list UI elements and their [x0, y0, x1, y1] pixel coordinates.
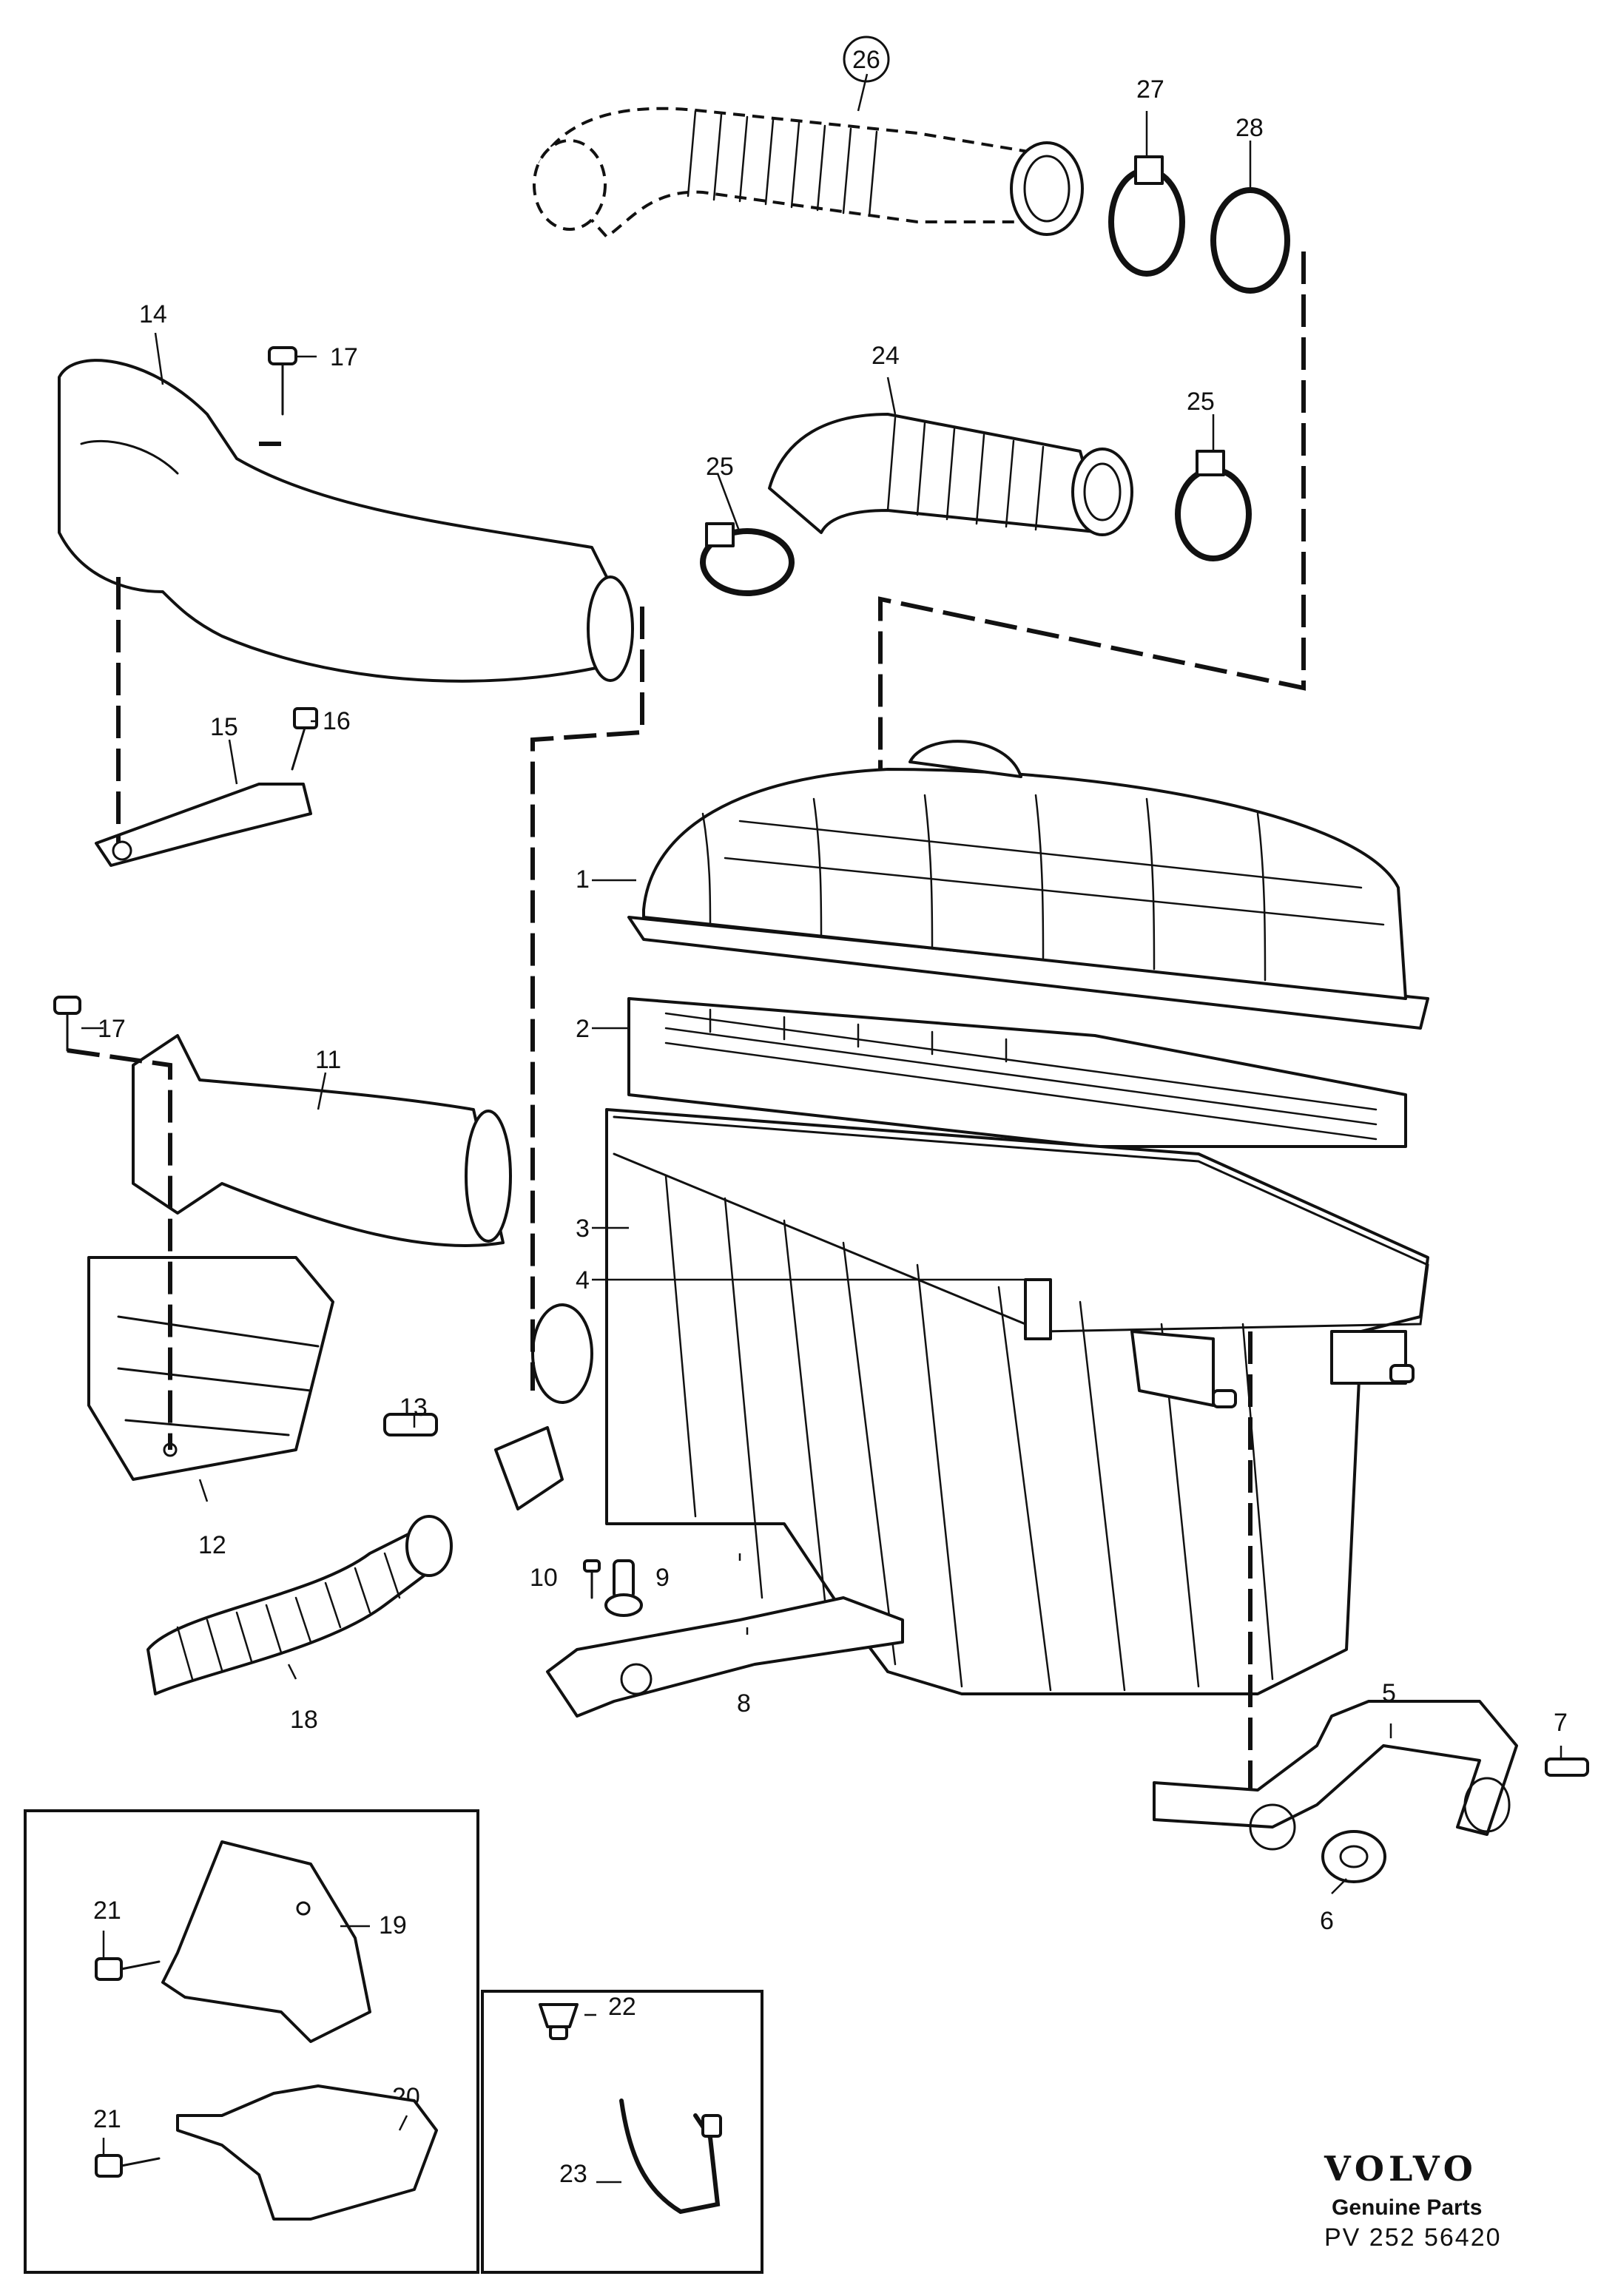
part-13-screw[interactable] — [383, 1413, 438, 1436]
callout-13: 13 — [400, 1394, 428, 1422]
part-11-intake-elbow[interactable] — [132, 1034, 512, 1247]
callout-22: 22 — [608, 1993, 636, 2021]
callout-1: 1 — [576, 865, 590, 894]
part-21-bolt-upper[interactable] — [95, 1957, 161, 1981]
part-16-screw[interactable] — [291, 707, 318, 771]
drawing-reference: PV 252 56420 — [1324, 2224, 1502, 2252]
part-20-shield[interactable] — [176, 2084, 438, 2221]
part-15-bracket[interactable] — [95, 783, 312, 867]
callout-10: 10 — [530, 1564, 558, 1592]
callout-9: 9 — [655, 1564, 670, 1592]
callout-14: 14 — [139, 300, 167, 328]
part-3-air-cleaner-housing[interactable] — [531, 1108, 1429, 1695]
part-18-flexible-hose[interactable] — [146, 1515, 453, 1695]
callout-18: 18 — [290, 1706, 318, 1734]
assembly-lines — [67, 251, 1306, 1790]
part-8-mounting-bracket[interactable] — [546, 1596, 904, 1718]
part-22-push-clip[interactable] — [539, 2003, 579, 2040]
hose-adapter — [494, 1426, 564, 1510]
inset-box-left — [24, 1809, 479, 2274]
callout-labels: 1 2 3 4 5 6 7 8 9 10 11 12 13 14 15 16 1… — [93, 36, 1568, 2188]
part-4-retaining-clip[interactable] — [1024, 1278, 1052, 1340]
callout-2: 2 — [576, 1015, 590, 1043]
part-23-cable-tie[interactable] — [619, 2099, 722, 2215]
callout-15: 15 — [210, 713, 238, 741]
part-26-intake-hose[interactable] — [533, 107, 1084, 239]
callout-11: 11 — [315, 1046, 341, 1074]
volvo-logo-text: VOLVO — [1324, 2149, 1477, 2189]
part-6-grommet[interactable] — [1321, 1830, 1386, 1883]
callout-17-lower: 17 — [98, 1015, 126, 1043]
callout-8: 8 — [737, 1689, 751, 1718]
callout-23: 23 — [559, 2160, 587, 2188]
callout-25-left: 25 — [706, 453, 734, 481]
part-25-hose-clamp-left[interactable] — [700, 522, 795, 596]
callout-24: 24 — [872, 342, 900, 370]
callout-21-upper: 21 — [93, 1897, 121, 1925]
part-28-sealing-ring[interactable] — [1210, 187, 1290, 294]
callout-28: 28 — [1235, 114, 1264, 142]
part-1-air-cleaner-lid[interactable] — [627, 740, 1429, 1030]
part-10-screw[interactable] — [583, 1559, 601, 1599]
callout-6: 6 — [1320, 1907, 1334, 1935]
callout-3: 3 — [576, 1215, 590, 1243]
callout-5: 5 — [1382, 1679, 1396, 1707]
part-27-hose-clamp[interactable] — [1108, 155, 1185, 277]
part-25-hose-clamp-right[interactable] — [1175, 450, 1252, 561]
brand-block: VOLVO Genuine Parts PV 252 56420 — [1324, 2149, 1502, 2252]
callout-19: 19 — [379, 1911, 407, 1939]
part-9-rubber-mount[interactable] — [604, 1559, 643, 1617]
callout-26-circle — [843, 36, 890, 83]
inset-box-right — [481, 1990, 763, 2274]
genuine-parts-label: Genuine Parts — [1332, 2195, 1482, 2220]
callout-26: 26 — [852, 46, 880, 74]
part-7-screw[interactable] — [1545, 1758, 1589, 1777]
part-17-push-pin-upper[interactable] — [268, 346, 297, 416]
callout-12: 12 — [198, 1531, 226, 1559]
leader-lines — [81, 73, 1562, 1894]
part-19-shield[interactable] — [161, 1840, 371, 2043]
callout-21-lower: 21 — [93, 2105, 121, 2133]
part-14-intake-duct[interactable] — [58, 359, 634, 683]
callout-25-right: 25 — [1187, 388, 1215, 416]
callout-7: 7 — [1554, 1709, 1568, 1737]
part-21-bolt-lower[interactable] — [95, 2154, 161, 2178]
part-12-heat-shield[interactable] — [87, 1256, 334, 1481]
callout-4: 4 — [576, 1266, 590, 1294]
callout-16: 16 — [323, 707, 351, 735]
callout-27: 27 — [1136, 75, 1164, 104]
callout-17-upper: 17 — [330, 343, 358, 371]
part-2-filter-element[interactable] — [627, 997, 1407, 1148]
part-5-bracket[interactable] — [1153, 1700, 1518, 1851]
part-24-bellows-hose[interactable] — [768, 413, 1133, 536]
part-17-push-pin-lower[interactable] — [53, 996, 81, 1052]
